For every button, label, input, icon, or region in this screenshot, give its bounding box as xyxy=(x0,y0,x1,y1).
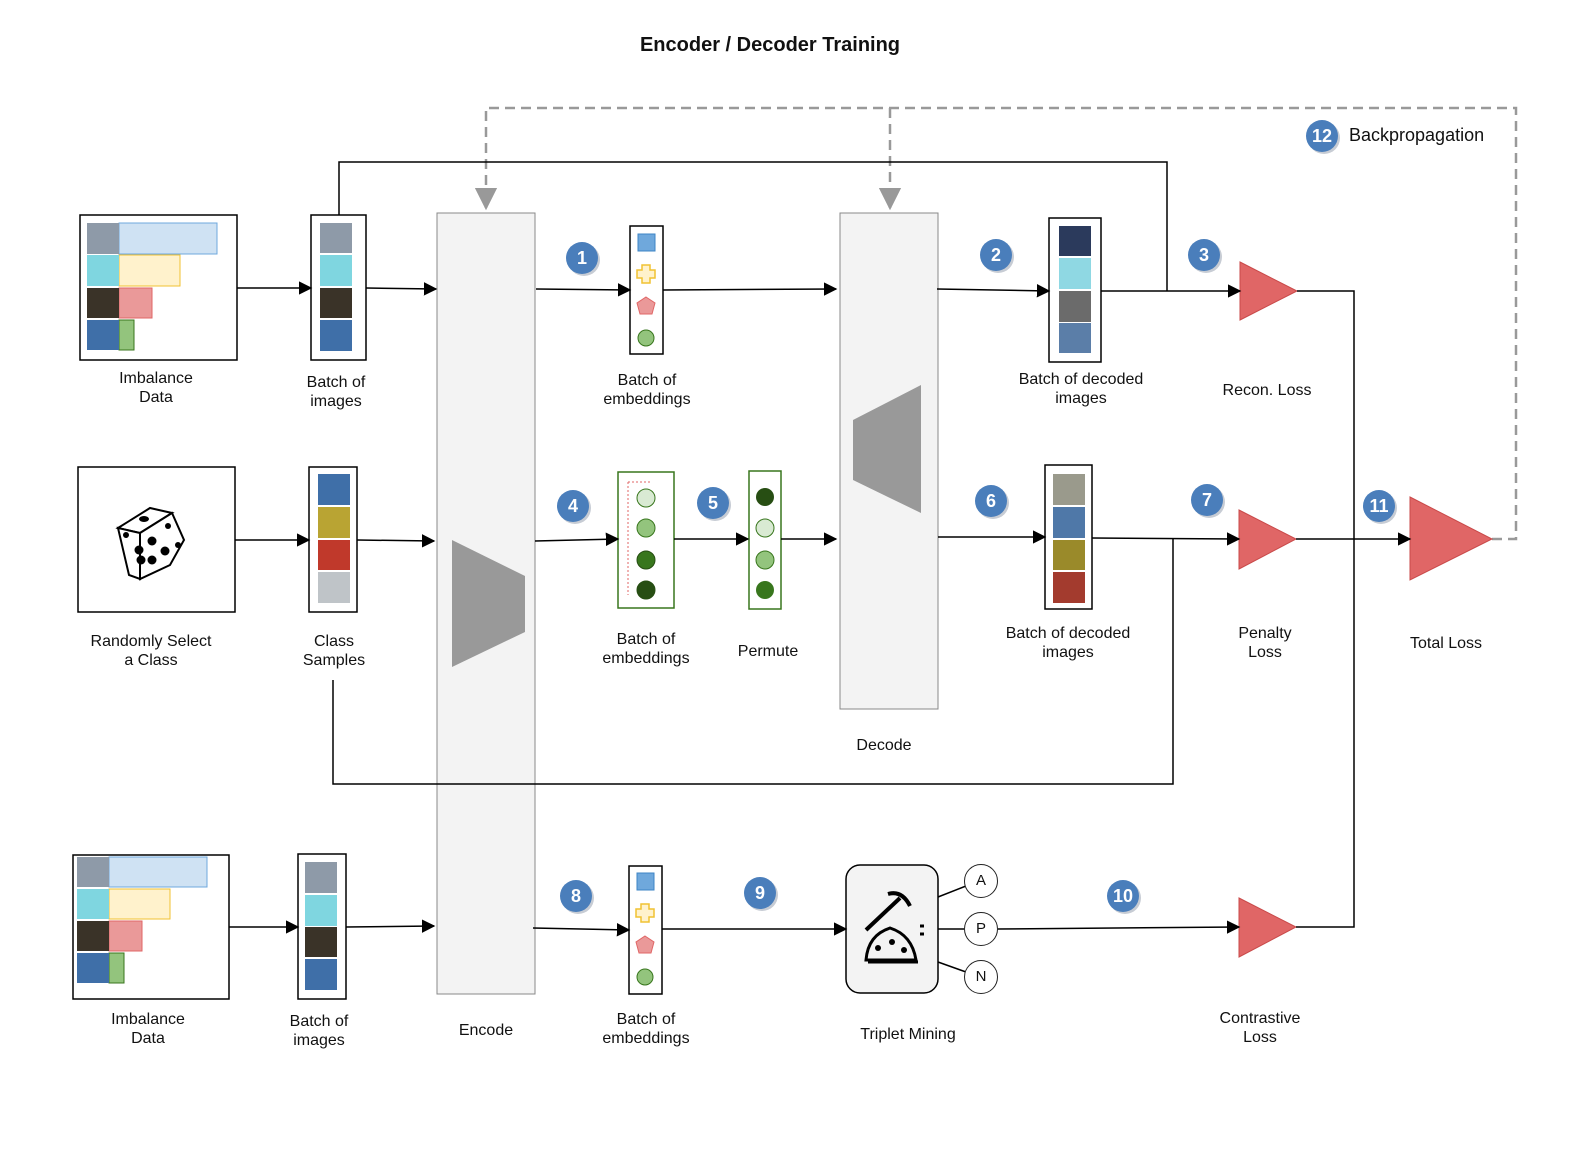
step-badge-12: 12 xyxy=(1306,120,1338,152)
step-badge-11: 11 xyxy=(1363,490,1395,522)
step-badge-9: 9 xyxy=(744,877,776,909)
triplet-node-negative: N xyxy=(964,960,998,994)
label-decode: Decode xyxy=(856,737,912,754)
embeddings-top xyxy=(629,225,664,355)
contrastive-loss-triangle xyxy=(1238,897,1298,958)
step-badge-8: 8 xyxy=(560,880,592,912)
backprop-lines xyxy=(474,106,1518,541)
diagram-title: Encoder / Decoder Training xyxy=(639,34,901,56)
label-imbalance-data-top: Imbalance Data xyxy=(119,370,193,406)
triplet-mining-icon xyxy=(845,864,939,994)
label-encode: Encode xyxy=(458,1022,514,1039)
total-loss-triangle xyxy=(1409,496,1494,581)
step-badge-2: 2 xyxy=(980,239,1012,271)
dice-box xyxy=(77,466,236,613)
step-badge-7: 7 xyxy=(1191,484,1223,516)
step-badge-1: 1 xyxy=(566,242,598,274)
label-embeddings-top: Batch of embeddings xyxy=(603,372,691,408)
label-penalty-loss: Penalty Loss xyxy=(1238,625,1292,661)
decoded-images-top xyxy=(1048,217,1102,363)
imbalance-data-top xyxy=(79,214,238,361)
permuted-embeddings xyxy=(748,470,782,610)
step-badge-4: 4 xyxy=(557,490,589,522)
decoded-images-mid xyxy=(1044,464,1093,610)
label-permute: Permute xyxy=(737,643,799,660)
embeddings-mid xyxy=(617,471,675,609)
step-badge-5: 5 xyxy=(697,487,729,519)
label-class-samples: Class Samples xyxy=(302,633,366,669)
decoder-trapezoid xyxy=(853,385,921,513)
encoder-trapezoid xyxy=(452,540,525,667)
step-badge-10: 10 xyxy=(1107,880,1139,912)
label-decoded-top: Batch of decoded images xyxy=(1018,371,1144,407)
label-contrastive-loss: Contrastive Loss xyxy=(1219,1010,1301,1046)
step-badge-3: 3 xyxy=(1188,239,1220,271)
penalty-loss-triangle xyxy=(1238,509,1298,570)
step-badge-6: 6 xyxy=(975,485,1007,517)
triplet-node-anchor: A xyxy=(964,864,998,898)
label-imbalance-data-bottom: Imbalance Data xyxy=(111,1011,185,1047)
label-decoded-mid: Batch of decoded images xyxy=(1005,625,1131,661)
triplet-node-positive: P xyxy=(964,912,998,946)
label-batch-images-bottom: Batch of images xyxy=(289,1013,349,1049)
embeddings-bottom xyxy=(628,865,663,995)
label-total-loss: Total Loss xyxy=(1409,635,1483,652)
batch-images-bottom xyxy=(297,853,347,1000)
label-batch-images-top: Batch of images xyxy=(306,374,366,410)
imbalance-data-bottom xyxy=(72,854,230,1000)
class-samples xyxy=(308,466,358,613)
batch-images-top xyxy=(310,214,367,361)
recon-loss-triangle xyxy=(1239,261,1299,321)
label-backpropagation: Backpropagation xyxy=(1349,125,1485,145)
label-embeddings-mid: Batch of embeddings xyxy=(602,631,690,667)
label-recon-loss: Recon. Loss xyxy=(1222,382,1312,399)
label-embeddings-bottom: Batch of embeddings xyxy=(602,1011,690,1047)
label-triplet-mining: Triplet Mining xyxy=(860,1026,956,1043)
connector-lines xyxy=(229,161,1412,973)
label-random-class: Randomly Select a Class xyxy=(90,633,212,669)
